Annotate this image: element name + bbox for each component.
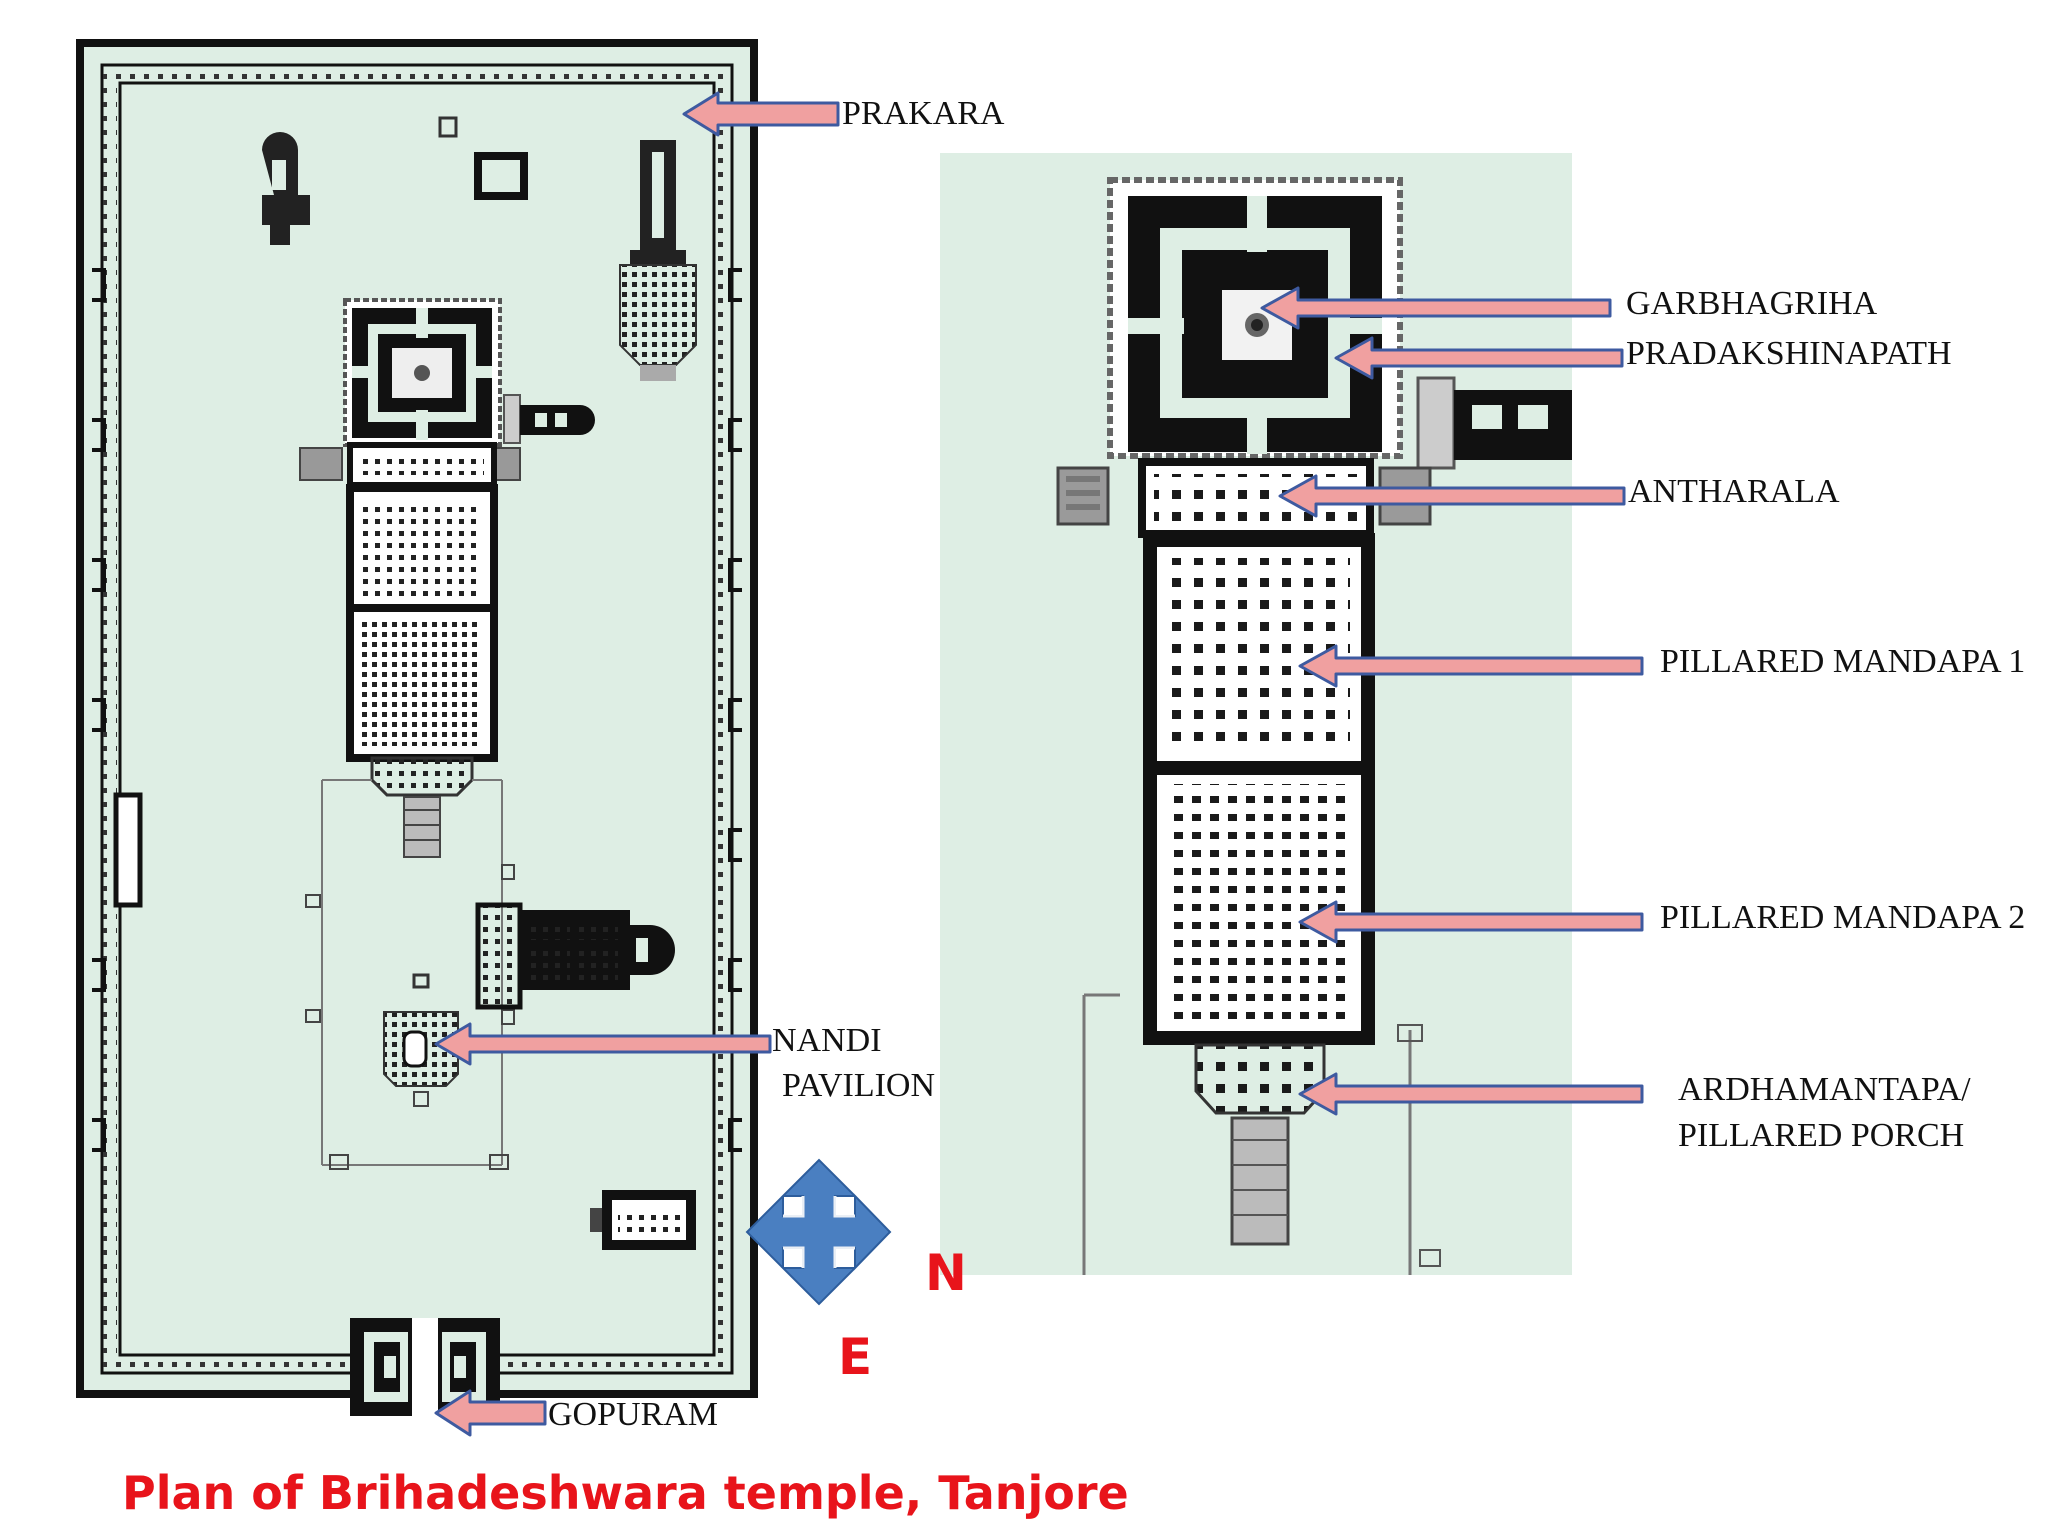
arrow-pillared-mandapa-2: [1298, 900, 1644, 944]
label-pillared-mandapa-2: PILLARED MANDAPA 2: [1660, 899, 2026, 936]
arrow-pradakshinapath: [1334, 336, 1624, 380]
detail-north-shrine: [1416, 376, 1572, 470]
label-ardhamantapa-line2: PILLARED PORCH: [1678, 1117, 1965, 1154]
label-ardhamantapa-line1: ARDHAMANTAPA/: [1678, 1071, 1971, 1108]
nandi-pavilion: [383, 1011, 459, 1107]
hall-southeast: [590, 1190, 696, 1250]
shrine-northwest: [262, 132, 310, 245]
detail-porch: [1082, 993, 1441, 1275]
label-nandi-line1: NANDI: [772, 1022, 882, 1059]
arrow-garbhagriha: [1260, 286, 1612, 330]
label-pradakshinapath: PRADAKSHINAPATH: [1626, 335, 1952, 372]
label-pillared-mandapa-1: PILLARED MANDAPA 1: [1660, 643, 2026, 680]
arrow-ardhamantapa: [1298, 1072, 1644, 1116]
arrow-antharala: [1278, 474, 1626, 518]
label-prakara: PRAKARA: [842, 95, 1005, 132]
subrahmanya-shrine: [475, 902, 675, 1010]
arrow-pillared-mandapa-1: [1298, 644, 1644, 688]
compass-north-label: N: [925, 1244, 967, 1302]
shrine-northeast: [619, 140, 697, 381]
detail-plan: [940, 153, 1572, 1275]
detail-vimana: [1107, 177, 1403, 459]
west-hall: [113, 792, 143, 908]
arrow-gopuram: [434, 1389, 547, 1437]
arrow-nandi-pavilion: [434, 1022, 772, 1066]
prakara-niches: [92, 268, 742, 1152]
arrow-prakara: [682, 91, 840, 137]
label-gopuram: GOPURAM: [548, 1396, 719, 1433]
label-nandi-line2: PAVILION: [782, 1067, 936, 1104]
structure-square: [474, 152, 528, 200]
label-antharala: ANTHARALA: [1628, 473, 1840, 510]
figure-caption: Plan of Brihadeshwara temple, Tanjore: [122, 1466, 1129, 1520]
gopuram-structure: [350, 1318, 500, 1416]
main-temple: [299, 298, 595, 858]
label-garbhagriha: GARBHAGRIHA: [1626, 285, 1878, 322]
site-plan: [76, 39, 758, 1416]
compass-east-label: E: [838, 1328, 873, 1386]
compass-icon: [745, 1158, 892, 1306]
